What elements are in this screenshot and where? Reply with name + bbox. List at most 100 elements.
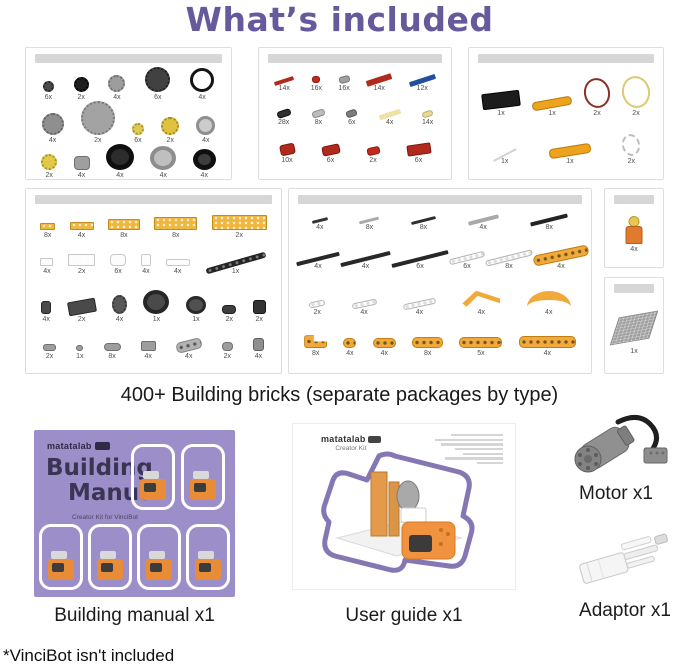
part-item: 1x [531, 95, 573, 117]
robot-illustration [97, 551, 123, 580]
package-label-bar [35, 54, 222, 63]
part-wheel-icon [143, 289, 170, 314]
page-title: What’s included [185, 0, 494, 39]
robot-illustration [195, 551, 221, 580]
part-qty: 8x [172, 232, 180, 240]
part-qty: 2x [627, 157, 636, 165]
part-item: 1x [185, 295, 206, 323]
part-item: 4x [112, 294, 128, 323]
manual-subtitle: Creator Kit for VinciBot [72, 514, 138, 521]
part-qty: 8x [314, 119, 323, 126]
part-gear-icon [145, 67, 171, 92]
part-item: 8x [154, 217, 198, 240]
part-item: 4x [69, 222, 94, 239]
part-item: 16x [311, 76, 322, 92]
part-item: 4x [140, 340, 156, 360]
part-qty: 1x [231, 268, 240, 276]
part-item: 1x [76, 344, 84, 360]
motor-image [574, 415, 668, 473]
part-qty: 4x [346, 350, 354, 358]
part-qty: 4x [42, 315, 50, 323]
brand-text: matatalab [321, 434, 366, 444]
part-item: 4x [108, 75, 126, 101]
part-pin-icon [365, 145, 381, 157]
part-cyl-icon [103, 342, 121, 351]
motor-label: Motor x1 [579, 483, 653, 504]
part-pin-icon [278, 142, 296, 157]
package-label-bar [478, 54, 654, 63]
manual-thumbnail [88, 524, 132, 590]
part-item: 1x [481, 89, 521, 117]
part-item: 8x [103, 342, 121, 360]
part-qty: 4x [174, 268, 182, 276]
user-guide-cover: matatalab Creator Kit [292, 423, 516, 590]
part-pin-icon [337, 74, 351, 85]
part-item: 2x [211, 215, 267, 239]
brand-badge-icon [94, 442, 110, 450]
part-qty: 4x [144, 352, 152, 360]
part-item: 1x [548, 142, 592, 165]
part-qty: 2x [369, 157, 377, 164]
part-item: 6x [131, 123, 144, 144]
part-item: 4x [526, 290, 571, 316]
part-qty: 4x [630, 246, 638, 253]
part-qty: 8x [423, 350, 432, 358]
part-qty: 4x [361, 263, 370, 271]
manual-thumbnail [39, 524, 83, 590]
part-item: 2x [308, 299, 326, 316]
brand-logo: matatalab Creator Kit [321, 434, 381, 452]
part-qty: 6x [348, 119, 356, 126]
part-qty: 4x [380, 350, 389, 358]
part-qty: 2x [78, 268, 86, 276]
manual-title-line1: Building [46, 455, 153, 481]
part-qty: 4x [77, 172, 86, 179]
part-item: 6x [145, 67, 171, 101]
part-qty: 8x [311, 350, 320, 358]
part-qty: 2x [45, 352, 54, 360]
robot-illustration [140, 471, 166, 500]
part-qty: 4x [115, 315, 124, 323]
part-pin-icon [252, 299, 266, 314]
part-item: 4x [140, 254, 151, 275]
part-item: 6x [110, 254, 127, 275]
part-gear-icon [80, 101, 115, 135]
parts-grid: 4x [612, 207, 656, 262]
part-item: 6x [391, 250, 449, 270]
part-qty: 8x [120, 232, 128, 240]
part-cyl-icon [221, 341, 233, 351]
part-minifig-icon [626, 216, 643, 244]
part-qty: 14x [421, 119, 434, 126]
part-item: 2x [43, 343, 57, 360]
part-qty: 1x [76, 352, 84, 360]
part-qty: 6x [154, 94, 162, 101]
part-qty: 4x [185, 352, 193, 360]
part-wheel-icon [192, 149, 216, 170]
manual-thumbnail [137, 524, 181, 590]
part-qty: 4x [116, 172, 124, 179]
part-pin-icon [312, 76, 321, 83]
part-qty: 4x [557, 263, 565, 271]
part-lbeam-icon [304, 335, 328, 349]
part-item: 8x [530, 213, 569, 231]
part-item: 2x [161, 117, 180, 144]
part-item: 4x [402, 297, 437, 316]
part-axle-icon [311, 216, 328, 224]
robot-illustration [190, 471, 216, 500]
adaptor-image [579, 533, 668, 584]
part-qty: 1x [192, 315, 200, 323]
part-bent-icon [462, 290, 501, 307]
part-item: 2x [620, 131, 643, 165]
part-qty: 2x [255, 315, 263, 323]
part-qty: 2x [77, 94, 85, 101]
part-qty: 2x [223, 352, 232, 360]
part-wheel-icon [105, 144, 134, 170]
part-qty: 4x [159, 172, 168, 179]
part-item: 14x [365, 73, 393, 92]
part-qty: 4x [198, 94, 206, 101]
part-gear-icon [42, 81, 54, 92]
part-studrect-icon [211, 215, 267, 231]
part-item: 6x [320, 143, 341, 164]
